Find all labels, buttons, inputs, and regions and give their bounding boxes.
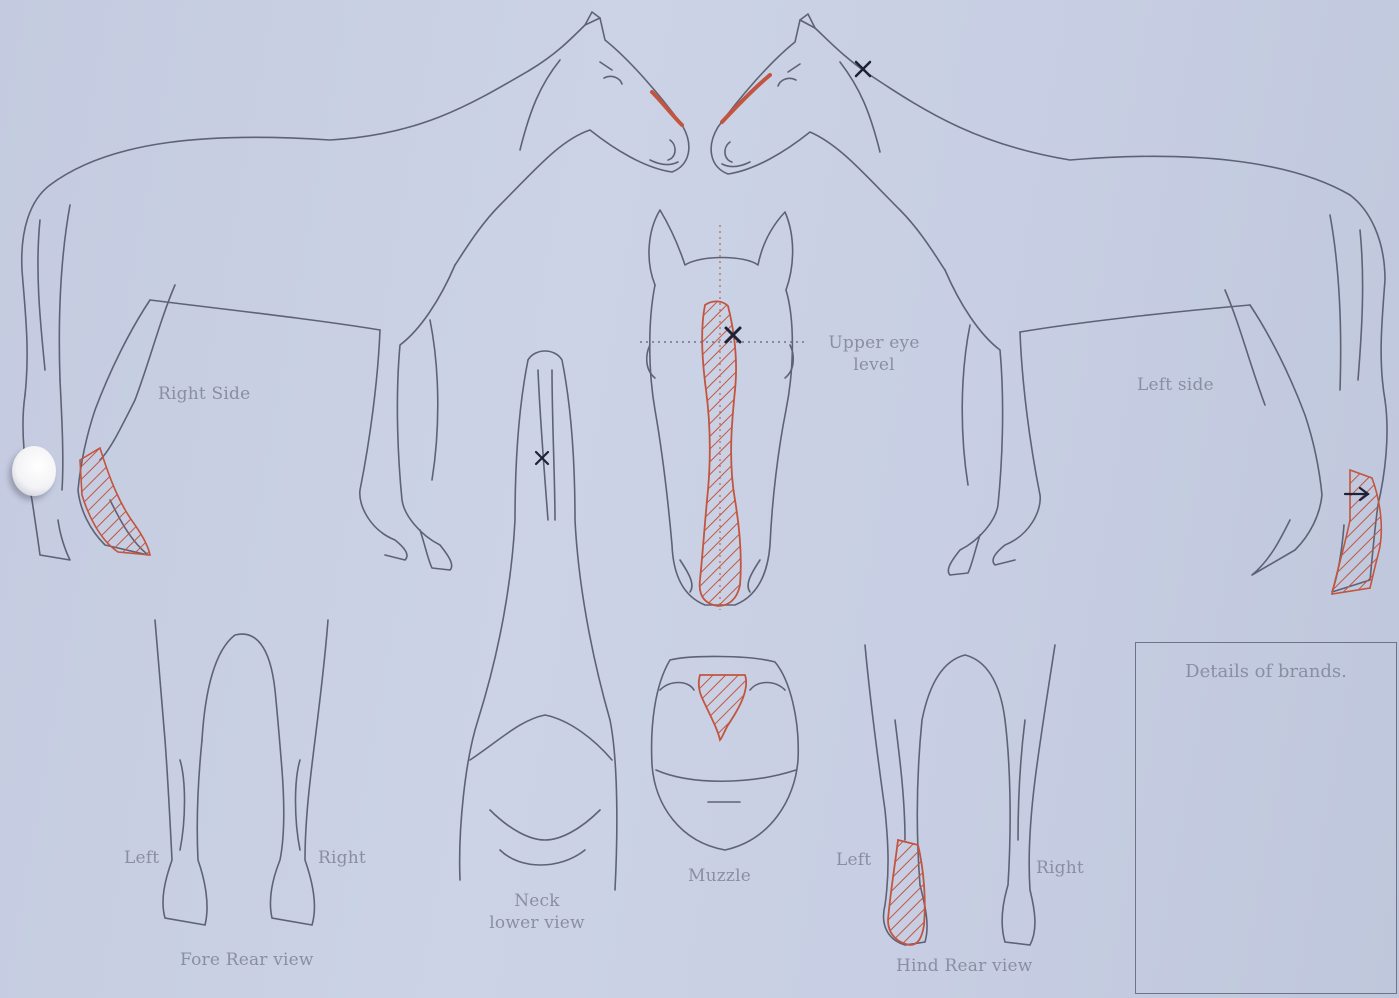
label-fore-rear-view: Fore Rear view — [180, 950, 314, 970]
right-face-marking — [652, 92, 682, 125]
right-side-horse — [22, 12, 689, 570]
left-face-marking — [722, 75, 770, 122]
left-side-x-mark — [856, 62, 870, 76]
neck-lower-view — [460, 351, 617, 890]
label-upper-eye-line1: Upper eye — [822, 332, 926, 354]
left-side-horse — [711, 14, 1387, 592]
label-hind-left: Left — [836, 850, 871, 870]
label-fore-right: Right — [318, 848, 366, 868]
hind-left-marking — [888, 840, 925, 945]
right-hind-marking — [80, 448, 150, 555]
muzzle-marking — [699, 675, 746, 740]
label-fore-left: Left — [124, 848, 159, 868]
label-upper-eye-level: Upper eye level — [822, 332, 926, 376]
label-right-side: Right Side — [158, 384, 250, 404]
label-neck-line2: lower view — [478, 912, 596, 934]
label-neck-line1: Neck — [478, 890, 596, 912]
label-upper-eye-line2: level — [822, 354, 926, 376]
label-muzzle: Muzzle — [688, 866, 751, 886]
fore-rear-view — [155, 620, 328, 925]
left-hind-marking — [1332, 470, 1381, 594]
brands-title: Details of brands. — [1136, 661, 1396, 682]
punch-hole — [12, 446, 56, 496]
label-hind-rear-view: Hind Rear view — [896, 956, 1032, 976]
neck-x-mark — [536, 452, 548, 464]
label-hind-right: Right — [1036, 858, 1084, 878]
label-neck: Neck lower view — [478, 890, 596, 934]
brands-details-box: Details of brands. — [1135, 642, 1397, 994]
label-left-side: Left side — [1137, 375, 1214, 395]
